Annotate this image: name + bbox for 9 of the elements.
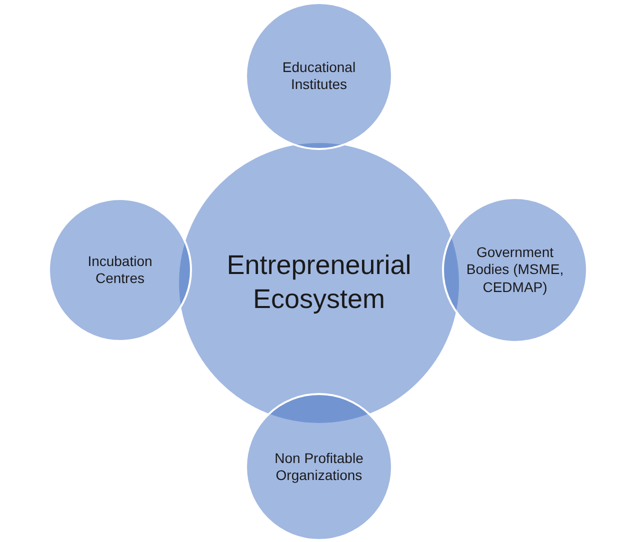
- node-label: Non Profitable Organizations: [274, 450, 364, 484]
- circle-node: [442, 197, 588, 343]
- circle-node: [245, 2, 393, 150]
- circle-node: [48, 198, 192, 342]
- node-label: Entrepreneurial Ecosystem: [226, 249, 412, 316]
- node-label: Educational Institutes: [281, 58, 357, 94]
- node-label: Incubation Centres: [86, 252, 154, 288]
- circle-node: [245, 393, 393, 541]
- node-label: Government Bodies (MSME, CEDMAP): [465, 244, 565, 296]
